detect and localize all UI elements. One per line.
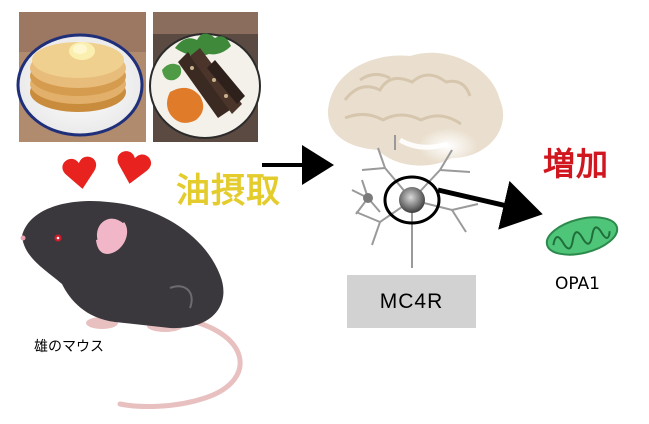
mc4r-box: MC4R [347, 275, 476, 328]
mitochondria-icon [545, 216, 619, 256]
mouse-icon [20, 200, 243, 409]
male-mouse-label: 雄のマウス [34, 339, 104, 355]
arrow-to-mitochondria [437, 180, 543, 230]
increase-label: 増加 [543, 145, 610, 183]
pancakes-photo-icon [16, 12, 146, 142]
fat-intake-label: 油摂取 [176, 171, 281, 211]
neuron-soma-icon [399, 187, 425, 213]
opa1-label: OPA1 [555, 274, 600, 294]
neuron-highlight-ring [383, 175, 441, 225]
small-neuron-icon [363, 193, 373, 203]
heart-icon [62, 151, 152, 189]
mc4r-label: MC4R [379, 289, 444, 313]
grilled-meat-photo-icon [149, 12, 261, 142]
brain-icon [328, 52, 504, 166]
